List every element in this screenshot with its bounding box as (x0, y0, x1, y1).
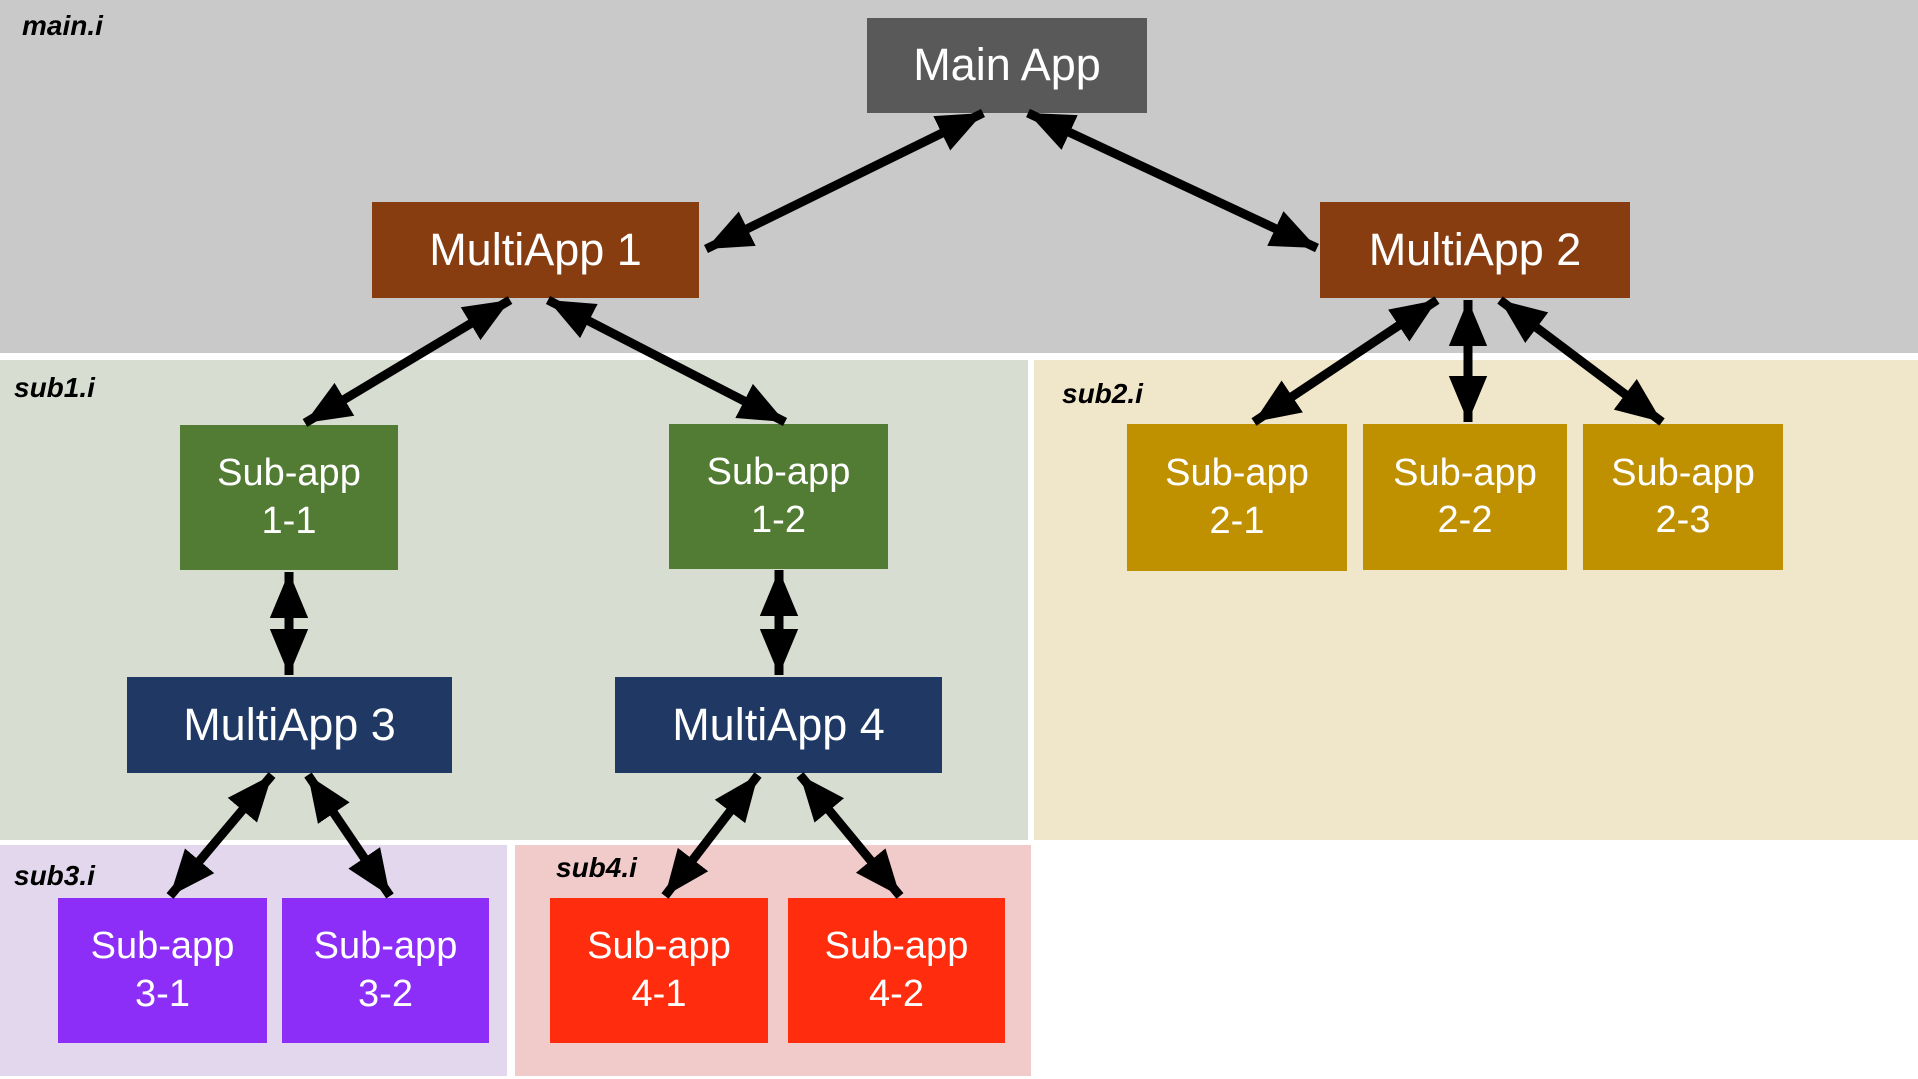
node-sub-app-3-2: Sub-app 3-2 (282, 898, 489, 1043)
node-sub-app-3-1: Sub-app 3-1 (58, 898, 267, 1043)
node-label: Sub-app 2-3 (1611, 451, 1755, 542)
node-label: Sub-app 2-1 (1165, 452, 1309, 542)
node-label: Sub-app 4-2 (824, 925, 969, 1015)
region-label-sub3: sub3.i (14, 860, 95, 891)
node-multiapp-4: MultiApp 4 (615, 677, 942, 773)
node-sub-app-2-3: Sub-app 2-3 (1583, 424, 1783, 570)
node-sub-app-2-2: Sub-app 2-2 (1363, 424, 1567, 570)
node-label: Sub-app 3-2 (313, 925, 458, 1015)
node-label: Sub-app 3-1 (90, 925, 235, 1015)
node-label: Main App (913, 39, 1101, 91)
node-label: Sub-app 4-1 (587, 925, 731, 1015)
node-multiapp-1: MultiApp 1 (372, 202, 699, 298)
node-label: Sub-app 1-1 (217, 452, 361, 542)
node-label: MultiApp 2 (1368, 223, 1582, 275)
region-label-sub1: sub1.i (14, 372, 95, 403)
node-label: MultiApp 4 (672, 698, 885, 750)
node-label: MultiApp 3 (183, 698, 396, 750)
node-main-app: Main App (867, 18, 1147, 113)
node-label: MultiApp 1 (429, 223, 642, 275)
region-label-main: main.i (22, 10, 103, 41)
node-sub-app-1-2: Sub-app 1-2 (669, 424, 888, 569)
node-multiapp-2: MultiApp 2 (1320, 202, 1630, 298)
region-label-sub2: sub2.i (1062, 378, 1143, 409)
node-label: Sub-app 1-2 (706, 451, 851, 541)
node-label: Sub-app 2-2 (1393, 451, 1537, 542)
region-label-sub4: sub4.i (556, 852, 637, 883)
node-sub-app-1-1: Sub-app 1-1 (180, 425, 398, 570)
node-sub-app-2-1: Sub-app 2-1 (1127, 424, 1347, 571)
node-sub-app-4-1: Sub-app 4-1 (550, 898, 768, 1043)
node-sub-app-4-2: Sub-app 4-2 (788, 898, 1005, 1043)
node-multiapp-3: MultiApp 3 (127, 677, 452, 773)
